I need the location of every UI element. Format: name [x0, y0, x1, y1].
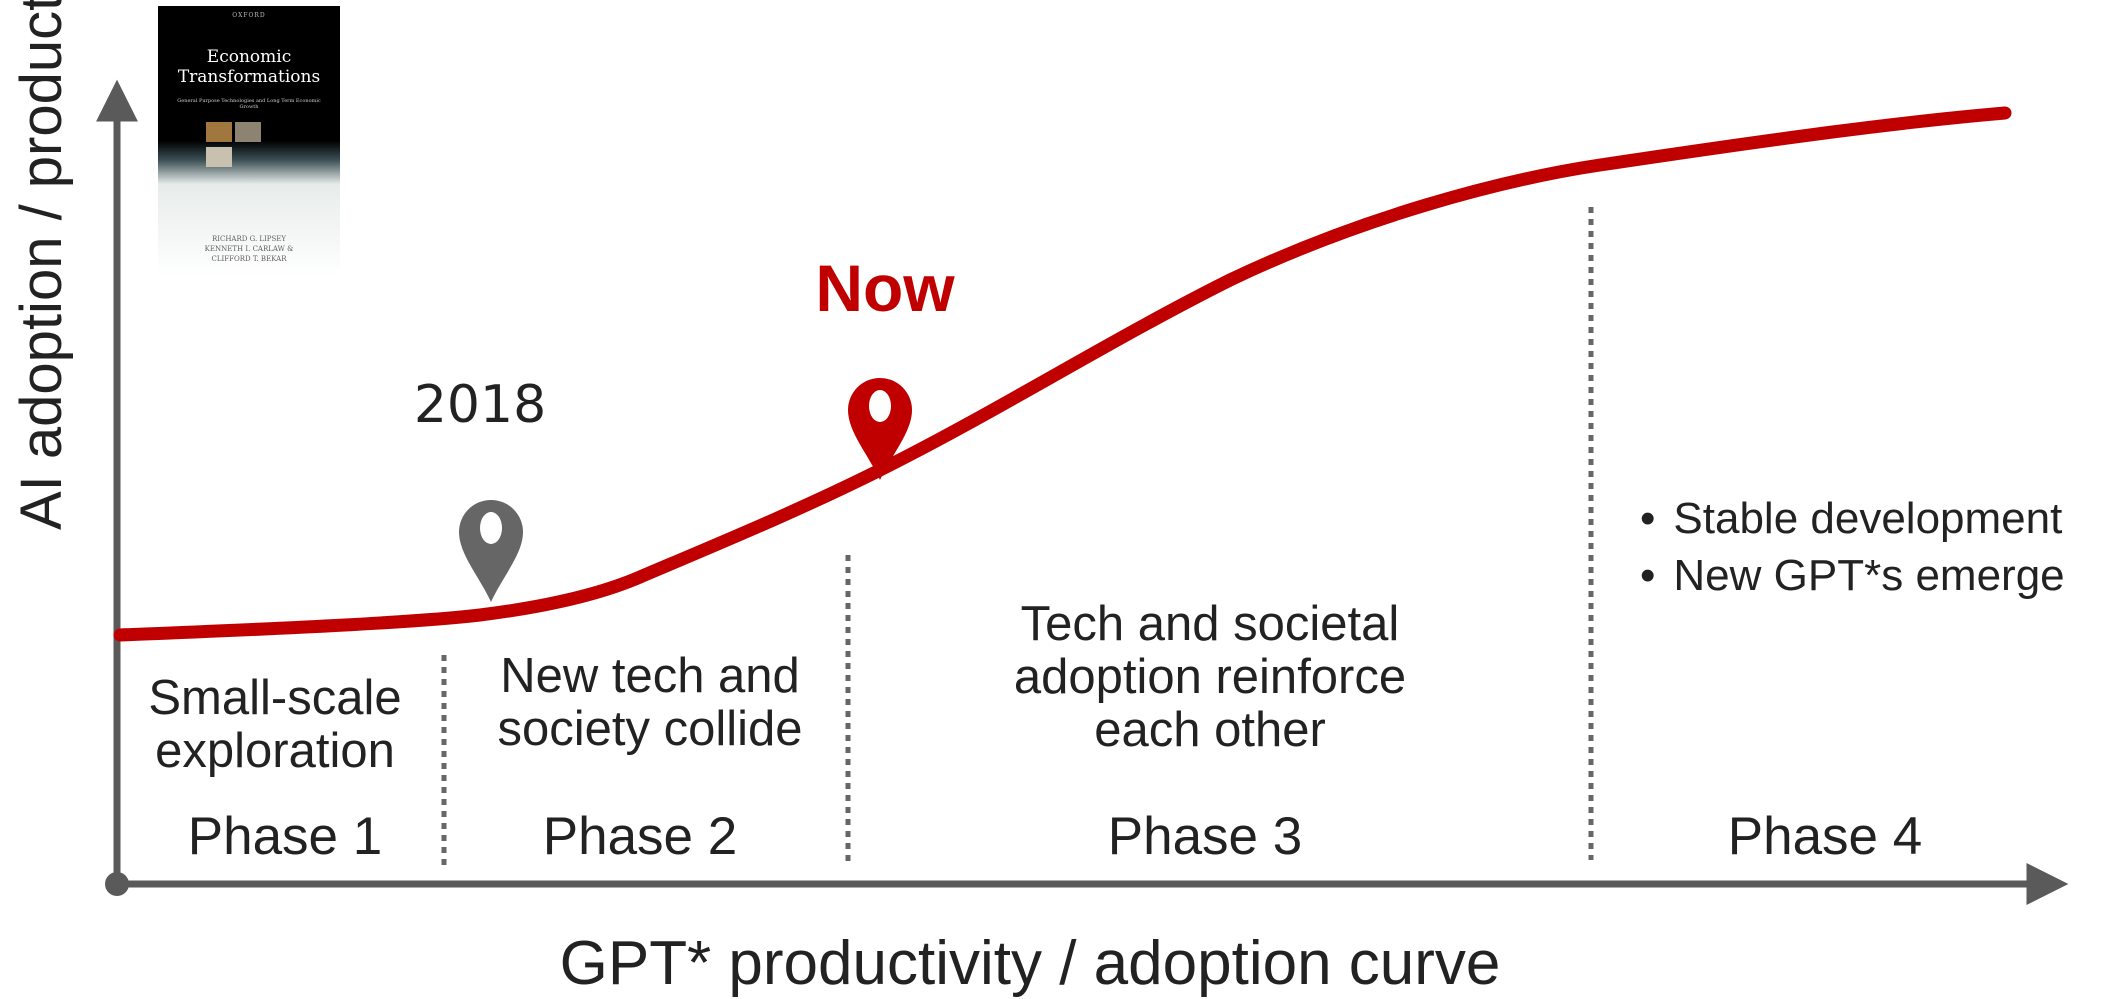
year-marker-label: 2018: [413, 375, 547, 435]
y-axis-label: AI adoption / productivity: [9, 0, 74, 530]
x-axis-label: GPT* productivity / adoption curve: [559, 929, 1501, 998]
phase-1-description: Small-scale exploration: [148, 671, 402, 778]
book-subtitle: General Purpose Technologies and Long Te…: [177, 98, 321, 110]
axis-origin: [105, 872, 129, 896]
phase-4-bullet: •New GPT*s emerge: [1640, 551, 2065, 601]
phase-4-label: Phase 4: [1727, 807, 1923, 866]
map-pin-icon: [848, 378, 912, 480]
phase-1-label: Phase 1: [187, 807, 383, 866]
map-pin-icon: [459, 500, 523, 602]
phase-3-description: Tech and societal adoption reinforce eac…: [1013, 597, 1407, 757]
phase-2-label: Phase 2: [542, 807, 738, 866]
book-cover: OXFORD Economic Transformations General …: [158, 6, 340, 276]
book-publisher: OXFORD: [232, 12, 266, 19]
phase-4-bullet-list: •Stable development •New GPT*s emerge: [1640, 490, 2065, 604]
book-title: Economic Transformations: [177, 47, 321, 87]
book-authors: RICHARD G. LIPSEY KENNETH I. CARLAW & CL…: [204, 235, 294, 264]
adoption-curve: [113, 106, 2012, 642]
phase-4-bullet: •Stable development: [1640, 494, 2063, 543]
phase-2-description: New tech and society collide: [497, 649, 803, 756]
now-marker-label: Now: [815, 251, 955, 325]
book-cover-images: [206, 122, 292, 167]
phase-3-label: Phase 3: [1107, 807, 1303, 866]
